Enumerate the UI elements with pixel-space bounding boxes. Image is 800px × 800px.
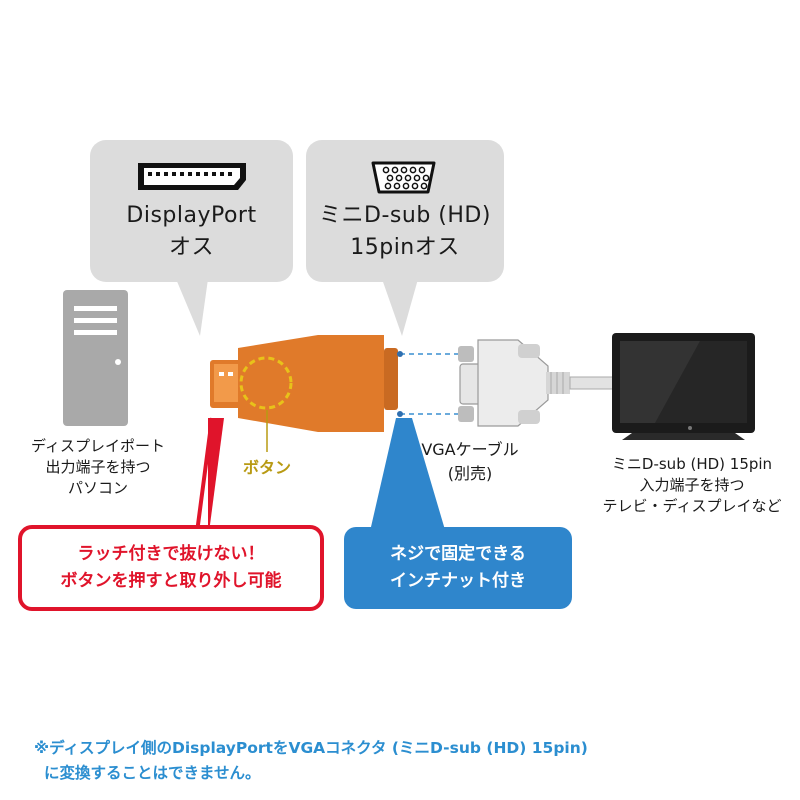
compatibility-note-line1: ※ディスプレイ側のDisplayPortをVGAコネクタ (ミニD-sub (H…: [34, 739, 588, 757]
pc-label-line2: 出力端子を持つ: [45, 458, 151, 476]
screw-callout-box: [344, 527, 572, 609]
displayport-icon: [138, 163, 246, 190]
latch-callout-line2: ボタンを押すと取り外し可能: [60, 571, 282, 591]
screw-callout-text: ネジで固定できる インチナット付き: [344, 541, 572, 595]
latch-callout-line1: ラッチ付きで抜けない！: [77, 544, 265, 564]
screw-callout-line2: インチナット付き: [390, 571, 526, 591]
adapter-body: [210, 335, 398, 432]
vga-cable-connector: [458, 339, 616, 427]
minidsub-label-line2: 15pinオス: [350, 235, 460, 260]
compatibility-note-line2: に変換することはできません。: [44, 764, 261, 782]
displayport-label-line1: DisplayPort: [126, 203, 257, 228]
vga-cable-label: VGAケーブル (別売): [414, 438, 526, 486]
monitor-label: ミニD-sub (HD) 15pin 入力端子を持つ テレビ・ディスプレイなど: [590, 454, 794, 517]
vga-cable-label-line2: (別売): [447, 464, 493, 483]
pc-tower-icon: [63, 290, 128, 426]
tv-monitor-icon: [612, 333, 755, 440]
pc-label: ディスプレイポート 出力端子を持つ パソコン: [14, 436, 182, 499]
minidsub-label: ミニD-sub (HD) 15pinオス: [306, 200, 504, 264]
button-label: ボタン: [242, 458, 291, 477]
vga-port-icon: [371, 161, 436, 194]
screw-callout-line1: ネジで固定できる: [390, 544, 526, 564]
pc-label-line3: パソコン: [67, 479, 128, 497]
vga-cable-label-line1: VGAケーブル: [421, 440, 519, 459]
compatibility-note: ※ディスプレイ側のDisplayPortをVGAコネクタ (ミニD-sub (H…: [34, 736, 588, 786]
displayport-label: DisplayPort オス: [90, 200, 293, 264]
latch-callout-text: ラッチ付きで抜けない！ ボタンを押すと取り外し可能: [20, 541, 322, 595]
pc-label-line1: ディスプレイポート: [31, 437, 165, 455]
minidsub-label-line1: ミニD-sub (HD): [319, 203, 491, 228]
monitor-label-line1: ミニD-sub (HD) 15pin: [611, 455, 773, 473]
displayport-label-line2: オス: [168, 235, 214, 260]
callout-pointers: [176, 417, 448, 542]
latch-callout-box: [18, 525, 324, 611]
monitor-label-line2: 入力端子を持つ: [639, 476, 745, 494]
monitor-label-line3: テレビ・ディスプレイなど: [602, 497, 782, 515]
minidsub-bubble: [306, 140, 504, 336]
guide-lines: [266, 351, 462, 452]
